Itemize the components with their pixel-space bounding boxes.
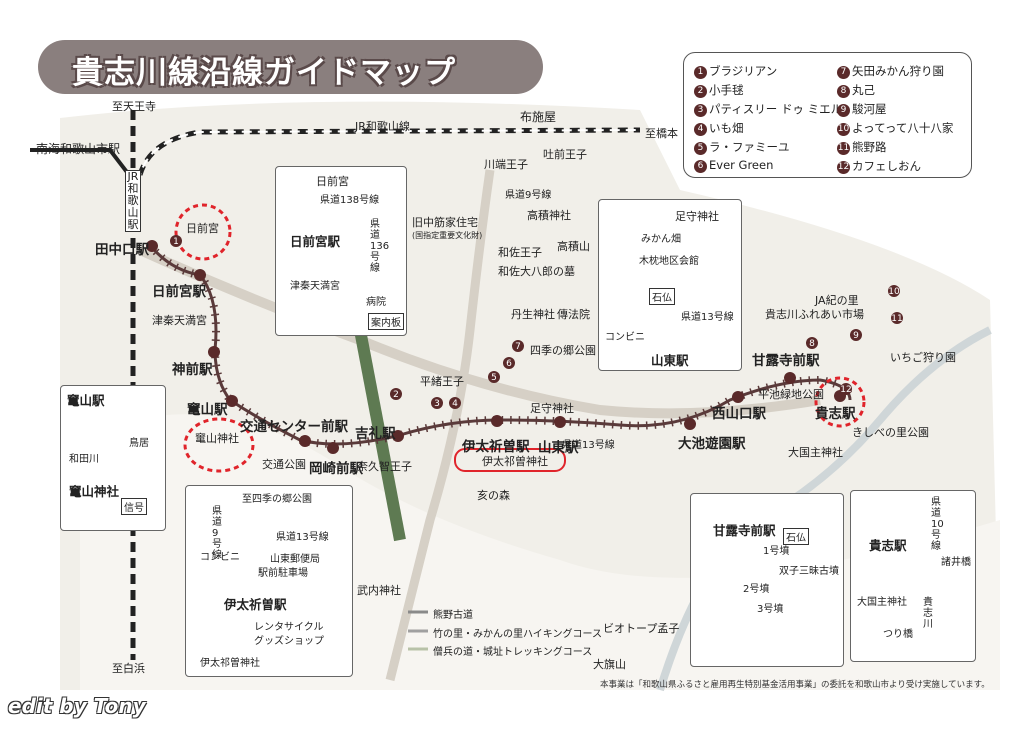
page-title: 貴志川線沿線ガイドマップ — [72, 55, 456, 91]
station-nishiyamaguchi[interactable]: 西山口駅 — [712, 406, 766, 422]
place-kamayama-jinja: 竃山神社 — [195, 432, 239, 445]
highlight-itakiso-jinja — [454, 448, 566, 472]
title-banner — [38, 40, 543, 94]
svg-text:4: 4 — [452, 399, 458, 409]
place-biotope: ビオトープ孟子 — [603, 622, 680, 635]
jr-wakayama-station: JR和歌山駅 — [125, 170, 141, 232]
place-juyo: (国指定重要文化財) — [412, 231, 483, 240]
station-itakiso[interactable]: 伊太祈曽駅 — [462, 439, 530, 455]
svg-text:5: 5 — [491, 373, 497, 383]
place-ohata: 大旗山 — [593, 658, 626, 671]
station-kishi[interactable]: 貴志駅 — [815, 406, 856, 422]
svg-text:2: 2 — [393, 390, 399, 400]
place-ainomori: 亥の森 — [477, 489, 510, 502]
route-legend-item: 僧兵の道・城址トレッキングコース — [433, 647, 593, 658]
place-kawabata: 川端王子 — [484, 158, 528, 171]
direction-shirahama: 至白浜 — [112, 662, 145, 675]
place-shikinosato: 四季の郷公園 — [530, 344, 596, 357]
route-legend-item: 熊野古道 — [433, 610, 473, 621]
station-kozaki[interactable]: 神前駅 — [172, 362, 213, 378]
svg-text:8: 8 — [809, 339, 815, 349]
direction-hashimoto: 至橋本 — [645, 127, 678, 140]
highlight-circles — [174, 203, 866, 473]
place-hinokumagu: 日前宮 — [186, 222, 219, 235]
svg-text:9: 9 — [853, 331, 859, 341]
place-kishibe: きしべの里公園 — [852, 426, 929, 439]
place-kotsu-koen: 交通公園 — [262, 458, 306, 471]
nankai-station: 南海和歌山市駅 — [36, 142, 121, 156]
inset-hinokuma: 日前宮 県道138号線 日前宮駅 県道136号線 津秦天満宮 病院 案内板 — [275, 166, 407, 336]
footnote: 本事業は「和歌山県ふるさと雇用再生特別基金活用事業」の委託を和歌山市より受け実施… — [600, 680, 990, 690]
svg-text:12: 12 — [840, 385, 851, 395]
place-wasadai: 和佐大八郎の墓 — [498, 265, 575, 278]
road-13: 県道13号線 — [562, 440, 615, 451]
place-denpoin: 傳法院 — [557, 308, 590, 321]
svg-text:7: 7 — [515, 342, 521, 352]
place-takazumiyama: 高積山 — [557, 240, 590, 253]
station-oike[interactable]: 大池遊園駅 — [678, 436, 746, 452]
place-hegura: 吐前王子 — [543, 148, 587, 161]
direction-tennoji: 至天王寺 — [112, 100, 156, 113]
svg-text:11: 11 — [891, 314, 902, 324]
place-naku: 奈久智王子 — [357, 460, 412, 473]
station-tanakaguchi[interactable]: 田中口駅 — [95, 242, 149, 258]
inset-kishi: 県道10号線 貴志駅 諸井橋 大国主神社 貴志川 つり橋 — [850, 490, 976, 662]
place-okuninushi: 大国主神社 — [788, 446, 843, 459]
place-wasaoji: 和佐王子 — [498, 246, 542, 259]
place-tsuhata: 津秦天満宮 — [152, 314, 207, 327]
road-9: 県道9号線 — [505, 190, 552, 201]
station-kanrodera[interactable]: 甘露寺前駅 — [752, 353, 820, 369]
svg-text:10: 10 — [888, 287, 900, 297]
inset-itakiso: 県道9号線 至四季の郷公園 県道13号線 コンビニ 山東郵便局 駅前駐車場 伊太… — [185, 485, 353, 677]
rental-cycle: レンタサイクル — [254, 622, 324, 633]
place-ashimori: 足守神社 — [530, 402, 574, 415]
place-nyu: 丹生神社 — [511, 308, 555, 321]
expressway — [354, 328, 406, 542]
place-ichigo: いちご狩り園 — [890, 351, 956, 364]
station-kotsu[interactable]: 交通センター前駅 — [240, 419, 348, 435]
spot-markers: 1 2 3 4 5 6 7 8 9 10 11 12 — [170, 235, 903, 409]
place-itakiso-jinja: 伊太祁曽神社 — [482, 455, 548, 468]
inset-kamayama: 竃山駅 鳥居 和田川 竃山神社 信号 — [60, 385, 166, 531]
station-markers — [146, 240, 846, 454]
place-takenouchi: 武内神社 — [357, 584, 401, 597]
goods-shop: グッズショップ — [254, 636, 324, 647]
place-kyunakasuji: 旧中筋家住宅 — [412, 216, 478, 229]
inset-kanrodera: 甘露寺前駅 石仏 1号墳 双子三昧古墳 2号墳 3号墳 — [690, 493, 844, 667]
inset-sando: 足守神社 みかん畑 木枕地区会館 石仏 県道13号線 コンビニ 山東駅 — [598, 199, 742, 371]
station-hinokuma[interactable]: 日前宮駅 — [152, 284, 206, 300]
svg-text:3: 3 — [434, 399, 440, 409]
place-heitaku: 平緒王子 — [420, 375, 464, 388]
credit: edit by Tony — [8, 694, 146, 718]
route-legend-item: 竹の里・みかんの里ハイキングコース — [433, 629, 602, 640]
svg-text:1: 1 — [173, 237, 179, 247]
jr-line-label: JR和歌山線 — [355, 120, 410, 133]
station-kamayama[interactable]: 竃山駅 — [187, 402, 228, 418]
fuseya-station: 布施屋 — [520, 110, 557, 124]
station-sando[interactable]: 山東駅 — [538, 440, 579, 456]
svg-text:6: 6 — [506, 359, 512, 369]
place-takazumi: 高積神社 — [527, 209, 571, 222]
station-okazaki[interactable]: 岡崎前駅 — [309, 461, 363, 477]
place-fureai: 貴志川ふれあい市場 — [765, 308, 864, 321]
station-kire[interactable]: 吉礼駅 — [355, 426, 396, 442]
place-jakinosato: JA紀の里 — [815, 294, 859, 307]
place-heichi: 平池緑地公園 — [758, 388, 824, 401]
